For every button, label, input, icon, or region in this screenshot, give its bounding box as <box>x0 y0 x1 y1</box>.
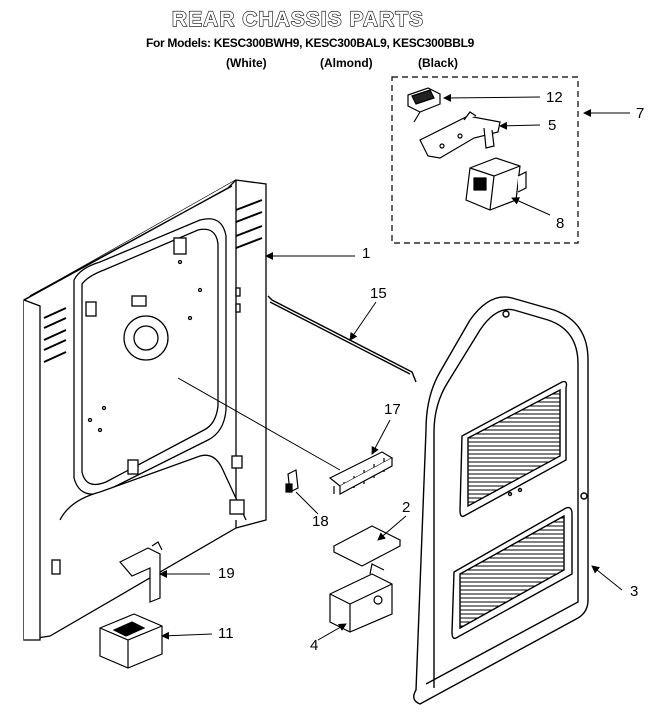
part-2-plate <box>332 525 402 567</box>
part-15-rod <box>267 295 417 383</box>
sub-assembly-box <box>391 76 579 244</box>
callout-11: 11 <box>218 625 234 642</box>
callout-19: 19 <box>218 565 235 582</box>
part-5-bracket <box>419 111 501 159</box>
color-black: (Black) <box>418 56 459 70</box>
callout-18: 18 <box>312 513 329 530</box>
part-8-receptacle <box>465 157 527 211</box>
diagram-title: REAR CHASSIS PARTS <box>171 7 425 31</box>
callout-7: 7 <box>636 105 645 122</box>
part-3-rear-cover <box>413 296 589 705</box>
callout-4: 4 <box>310 637 319 654</box>
part-17-connector <box>328 451 394 496</box>
callout-15: 15 <box>370 285 387 302</box>
callout-12: 12 <box>546 89 563 106</box>
callout-5: 5 <box>548 117 557 134</box>
part-4-bracket <box>329 563 393 633</box>
part-18-clip <box>285 469 299 493</box>
callout-1: 1 <box>362 245 371 262</box>
color-white: (White) <box>226 56 267 70</box>
part-12-clip <box>407 87 441 123</box>
part-11-block <box>99 613 163 669</box>
part-1-rear-panel <box>23 179 267 641</box>
models-line: For Models: KESC300BWH9, KESC300BAL9, KE… <box>145 36 475 50</box>
part-19-bracket <box>119 541 163 603</box>
callout-8: 8 <box>556 215 565 232</box>
callout-17: 17 <box>384 401 401 418</box>
callout-3: 3 <box>630 583 639 600</box>
callout-2: 2 <box>402 499 411 516</box>
color-almond: (Almond) <box>320 56 373 70</box>
